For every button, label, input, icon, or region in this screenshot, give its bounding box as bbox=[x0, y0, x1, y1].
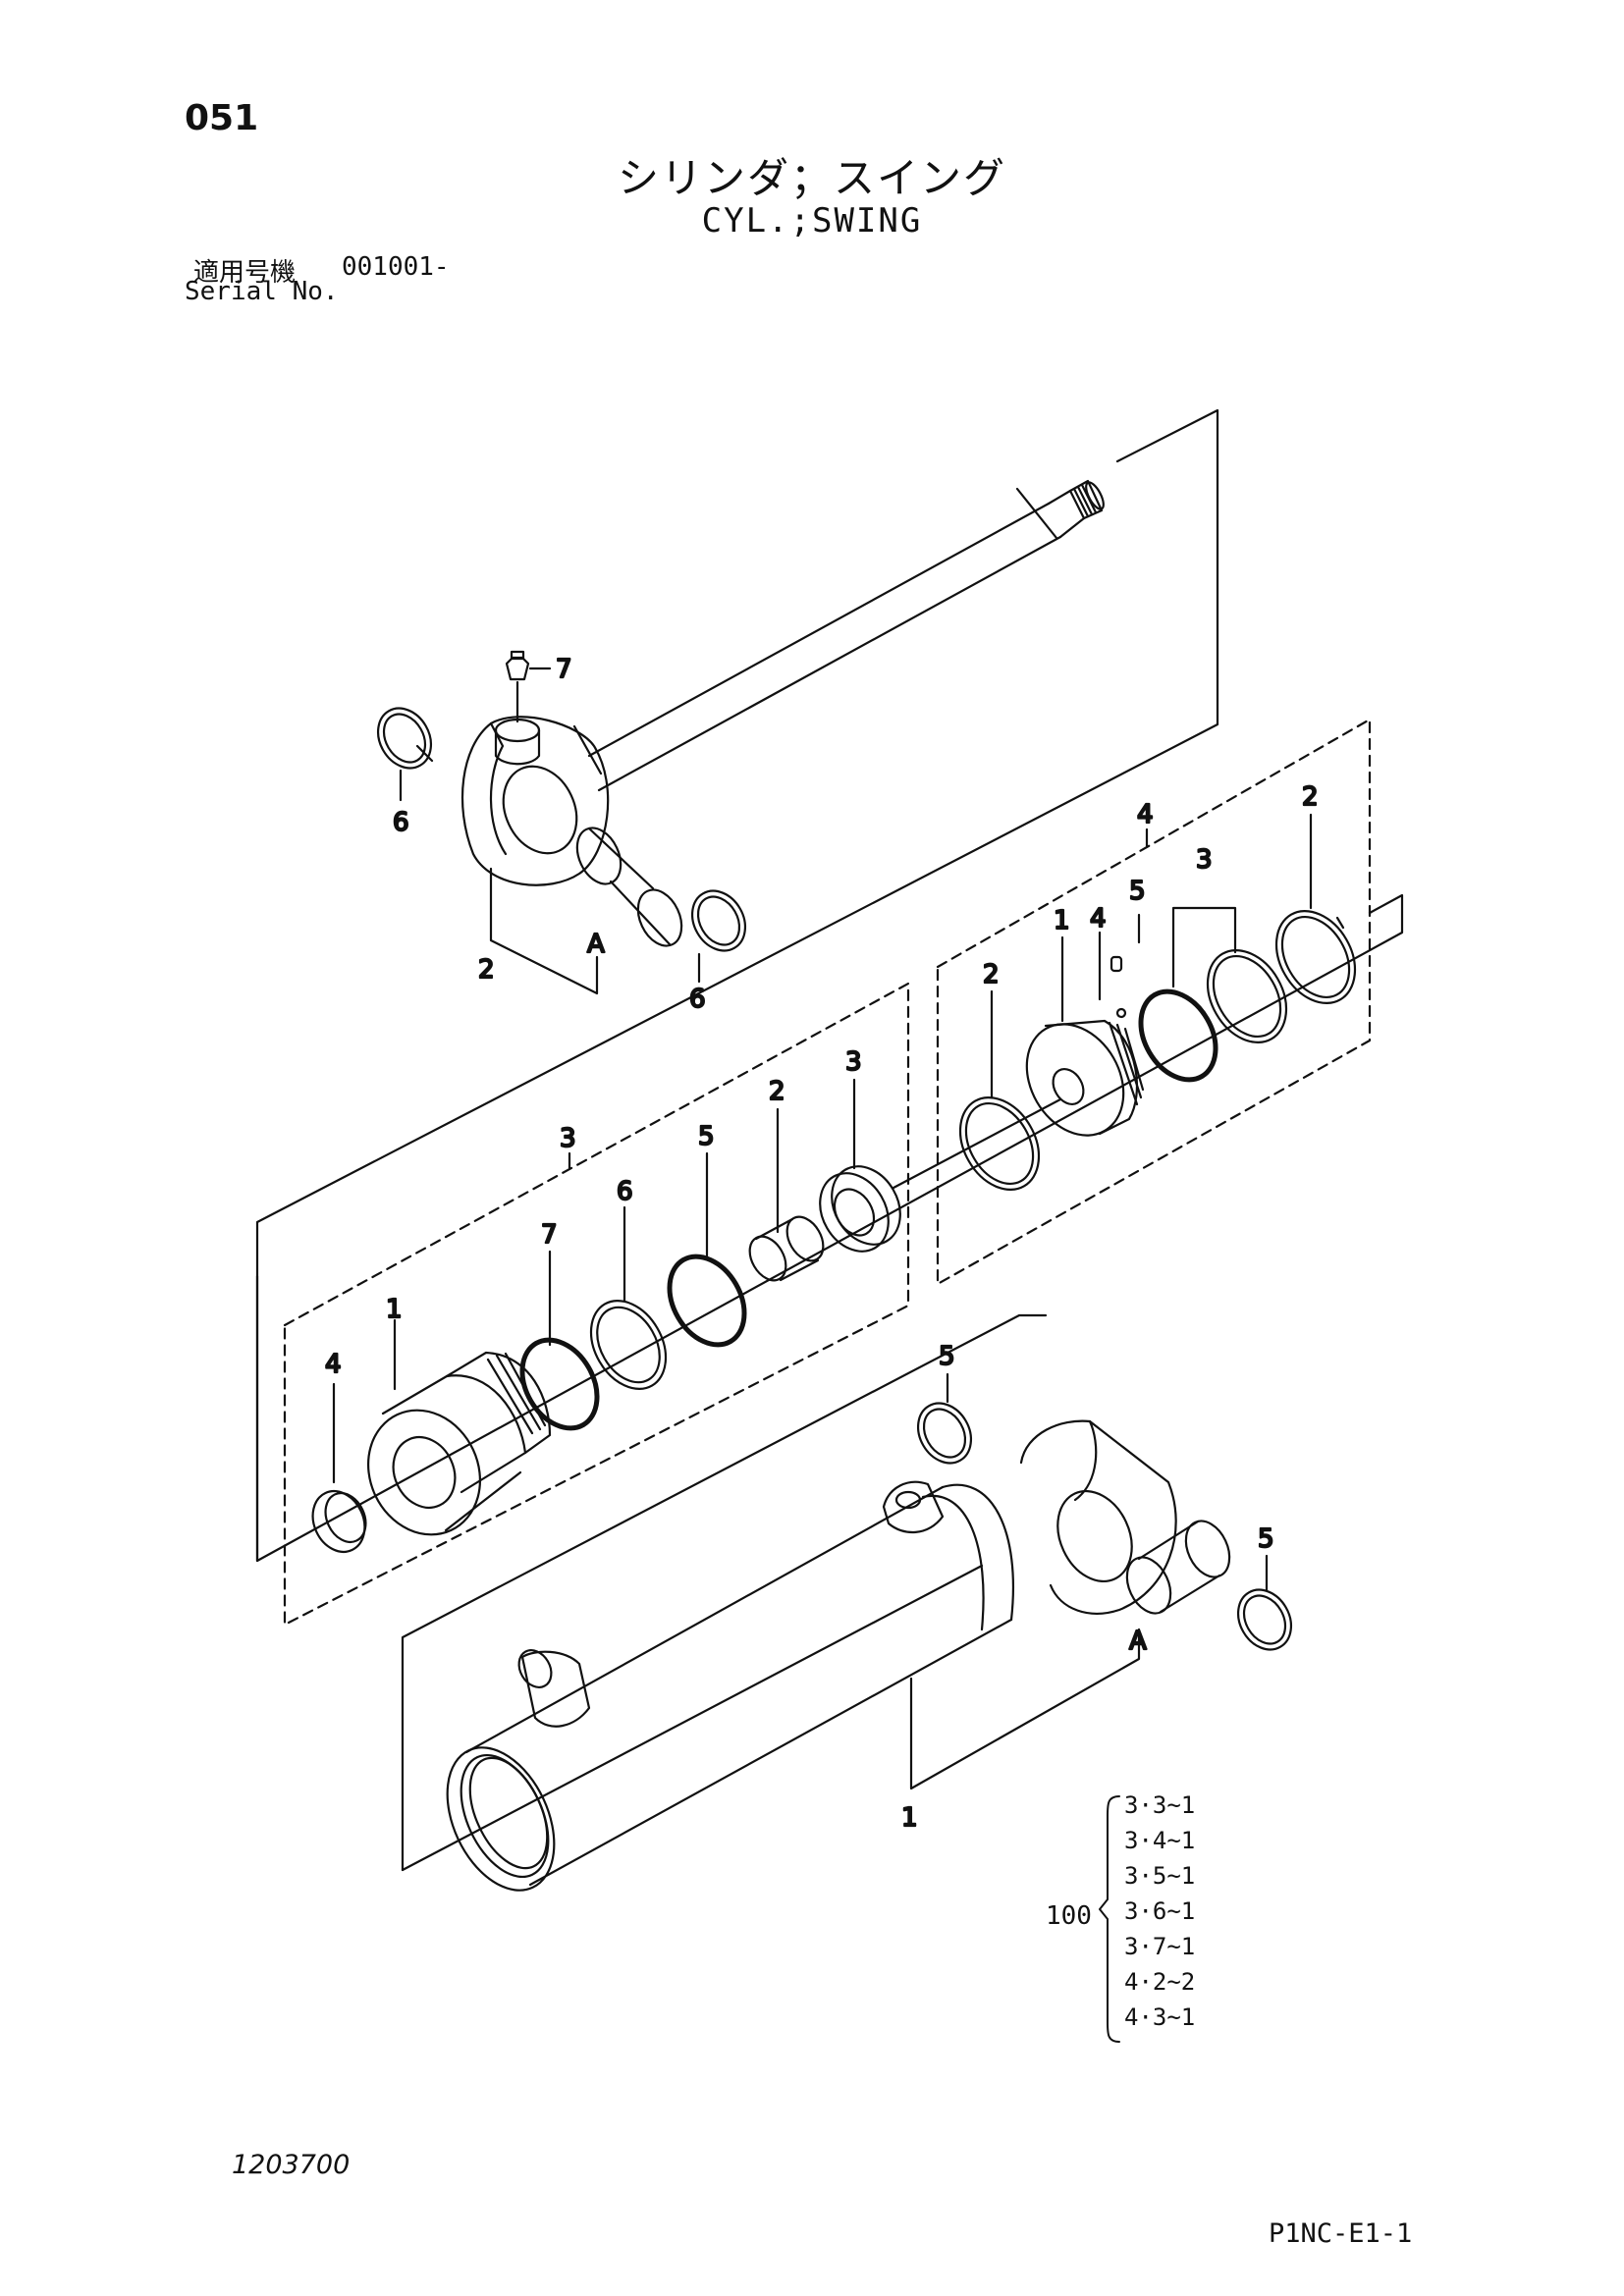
piston-body bbox=[1025, 1019, 1145, 1137]
callout-head-ring-7: 7 bbox=[541, 1220, 558, 1250]
page-number: 051 bbox=[185, 98, 259, 138]
callout-piston-group: 4 bbox=[1137, 800, 1154, 829]
head-wiper bbox=[311, 1382, 367, 1553]
callout-rod-bushing: 7 bbox=[556, 655, 572, 684]
piston-ring-2-right bbox=[1274, 910, 1357, 1004]
callout-rod-seal-left: 6 bbox=[393, 808, 409, 837]
callout-piston-ring-2-right: 2 bbox=[1302, 782, 1319, 812]
sheet-code: P1NC-E1-1 bbox=[1269, 2218, 1413, 2249]
serial-value: 001001- bbox=[342, 252, 450, 282]
seal-kit-item: 3·6~1 bbox=[1124, 1897, 1196, 1925]
head-ring-7 bbox=[519, 1337, 600, 1431]
callout-head-ring-6: 6 bbox=[617, 1177, 633, 1206]
leader-rod-assembly bbox=[489, 867, 599, 995]
rod-group-outline bbox=[255, 408, 1219, 1563]
head-seal-3 bbox=[819, 1165, 901, 1253]
head-ring-5 bbox=[667, 1254, 747, 1348]
seal-kit-item: 4·2~2 bbox=[1124, 1968, 1196, 1996]
head-ring-6 bbox=[589, 1299, 668, 1391]
rod-seal-right bbox=[690, 889, 747, 984]
serial-label-english: Serial No. bbox=[185, 277, 339, 306]
head-bushing-2 bbox=[748, 1215, 825, 1282]
callout-head-ring-5: 5 bbox=[698, 1122, 715, 1151]
callout-rod-assembly: 2 bbox=[478, 955, 495, 985]
rod-pin-bushing bbox=[575, 827, 683, 947]
piston-ring-3 bbox=[1206, 949, 1288, 1043]
callout-tube-pin-group: A bbox=[1129, 1627, 1147, 1656]
piston-rod bbox=[572, 479, 1105, 792]
callout-piston-screw-5: 5 bbox=[1129, 877, 1146, 906]
seal-kit-item: 3·5~1 bbox=[1124, 1862, 1196, 1890]
page-title-japanese: シリンダ；スイング bbox=[617, 154, 1006, 202]
callout-piston-nut-4: 4 bbox=[1090, 904, 1107, 934]
callout-piston-ring-2-left: 2 bbox=[983, 960, 1000, 989]
callout-rod-seal-right: 6 bbox=[689, 985, 706, 1014]
seal-kit-item: 4·3~1 bbox=[1124, 2003, 1196, 2031]
callout-head-seal-3: 3 bbox=[845, 1047, 862, 1077]
serial-label-japanese: 適用号機 bbox=[193, 258, 297, 288]
callout-rod-pin-group: A bbox=[587, 930, 605, 959]
cylinder-tube bbox=[446, 1483, 1015, 1892]
drawing-number: 1203700 bbox=[232, 2150, 351, 2180]
tube-group-outline bbox=[401, 1313, 1048, 1872]
rod-eye bbox=[460, 716, 610, 886]
head-outer-outline bbox=[255, 893, 1404, 1563]
seal-kit-brace bbox=[1099, 1795, 1120, 2043]
piston-nut-4 bbox=[1115, 1007, 1127, 1019]
callout-head-group: 3 bbox=[560, 1124, 576, 1153]
page-title-english: CYL.;SWING bbox=[701, 201, 923, 240]
callout-head-bushing-2: 2 bbox=[769, 1077, 785, 1106]
tube-eye bbox=[882, 1419, 1177, 1615]
tube-seal-top bbox=[916, 1402, 973, 1465]
tube-pin-bushing bbox=[1125, 1520, 1231, 1615]
leader-tube-assembly bbox=[909, 1628, 1141, 1790]
callout-head-body: 1 bbox=[386, 1295, 403, 1324]
piston-wear-ring bbox=[1138, 988, 1218, 1083]
seal-kit-number: 100 bbox=[1046, 1901, 1092, 1931]
seal-kit-item: 3·7~1 bbox=[1124, 1933, 1196, 1960]
grease-fitting bbox=[505, 650, 552, 723]
callout-tube-assembly: 1 bbox=[901, 1803, 918, 1833]
seal-kit-item: 3·4~1 bbox=[1124, 1827, 1196, 1854]
piston-ring-2-left bbox=[958, 1096, 1041, 1191]
cylinder-head bbox=[366, 1351, 552, 1536]
callout-tube-seal-top: 5 bbox=[939, 1342, 955, 1371]
callout-piston-body: 1 bbox=[1054, 906, 1070, 935]
head-group-outline bbox=[283, 982, 910, 1627]
callout-piston-ring-3: 3 bbox=[1196, 845, 1213, 875]
callout-head-seal-4: 4 bbox=[325, 1350, 342, 1379]
piston-screw-5 bbox=[1110, 955, 1123, 973]
tube-seal-right bbox=[1236, 1588, 1293, 1651]
seal-kit-item: 3·3~1 bbox=[1124, 1791, 1196, 1819]
rod-seal-left bbox=[376, 707, 434, 802]
piston-group-outline bbox=[936, 718, 1372, 1286]
callout-tube-seal-right: 5 bbox=[1258, 1524, 1274, 1554]
